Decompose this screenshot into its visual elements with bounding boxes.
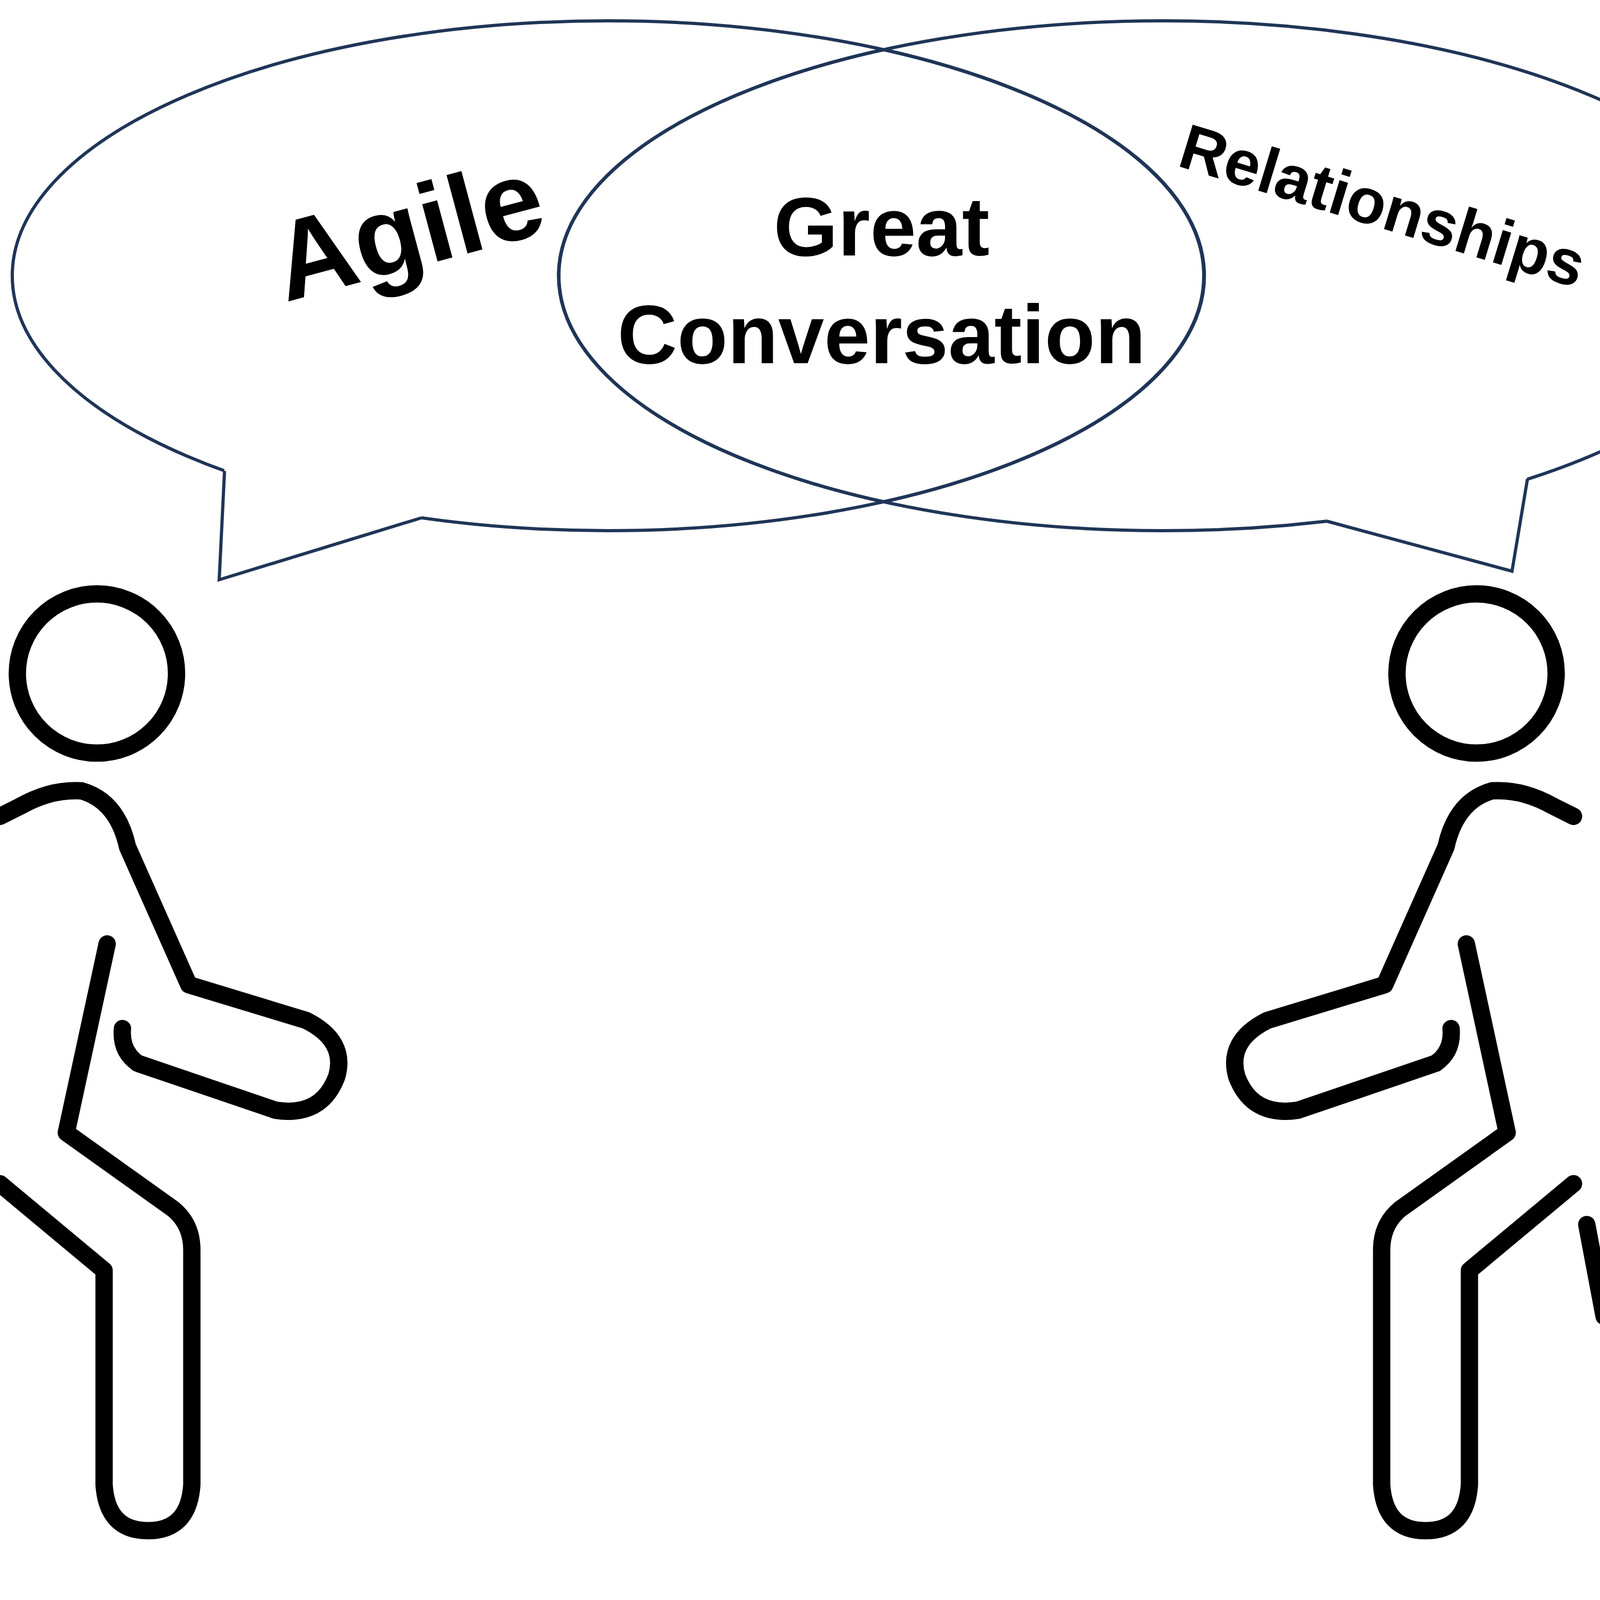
left-person <box>0 594 339 1531</box>
person-arm <box>0 790 339 1111</box>
person-head <box>17 594 177 754</box>
bubble-ellipse <box>558 20 1600 531</box>
tail-mask <box>1326 474 1528 572</box>
person-head <box>1396 594 1556 754</box>
bubble-label: Agile <box>257 123 560 336</box>
right-person <box>1234 594 1574 1531</box>
overlap-region: Great Conversation <box>554 16 1208 539</box>
lens-shape <box>558 49 1205 502</box>
person-arm <box>1234 790 1574 1111</box>
bubble-tail <box>1326 478 1528 572</box>
center-label: Great Conversation <box>593 173 1170 389</box>
bubble-tail <box>219 470 422 580</box>
tail-mask <box>219 466 422 580</box>
lens-outline <box>554 16 1208 539</box>
person-body <box>0 944 192 1531</box>
bubble-ellipse <box>12 20 1204 531</box>
bubble-label: Relationships <box>1170 104 1596 307</box>
person-leg <box>1586 1224 1600 1317</box>
person-body <box>1381 944 1574 1531</box>
